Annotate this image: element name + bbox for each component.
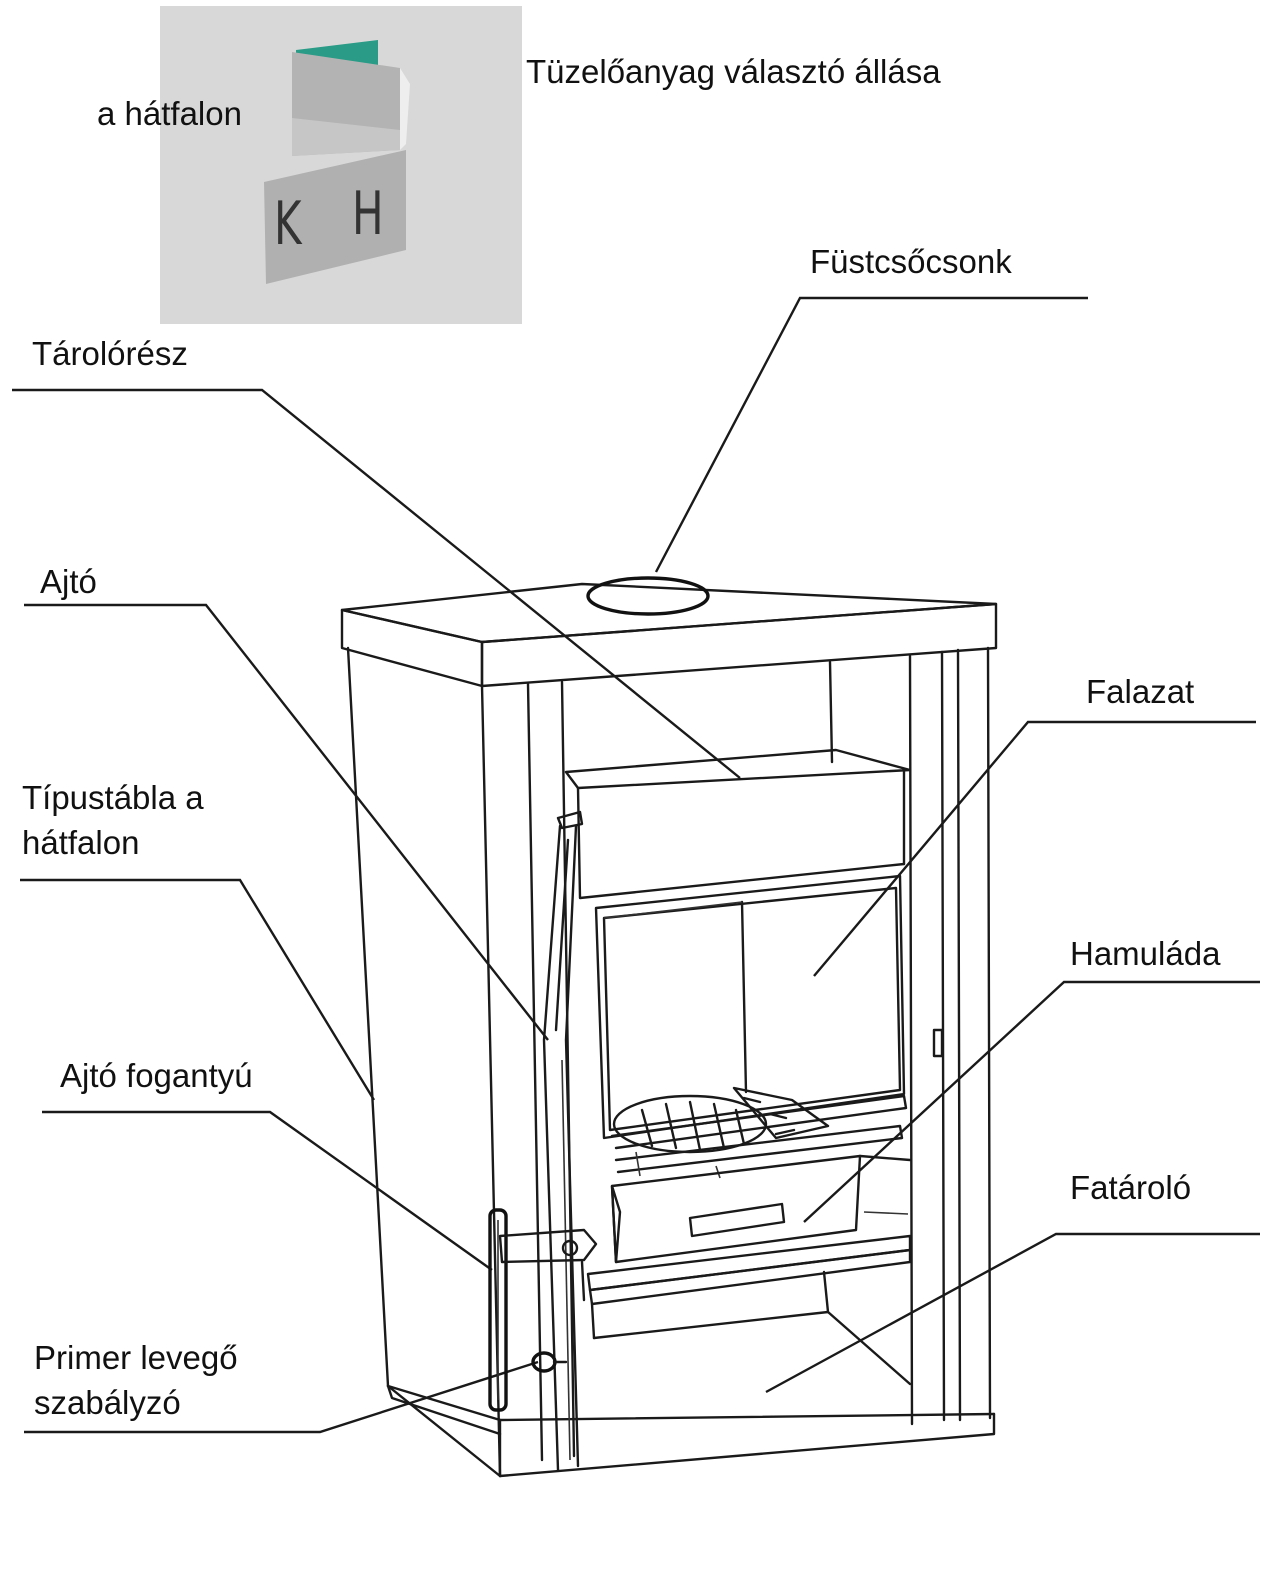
label-ajto: Ajtó <box>40 563 97 600</box>
stove-base <box>386 1384 996 1478</box>
leader-fatarolo <box>765 1232 1260 1394</box>
leader-fustcsocsonk <box>654 296 1088 573</box>
selector-k-letter: K <box>274 189 302 259</box>
selector-plate-shadow <box>292 118 400 156</box>
wood-storage <box>586 1211 912 1386</box>
inset-caption-left: a hátfalon <box>97 95 242 132</box>
leader-lines <box>12 296 1260 1434</box>
label-tipustabla-line2: hátfalon <box>22 823 140 861</box>
label-tipustabla: Típustábla a hátfalon <box>22 776 204 865</box>
stove-top <box>340 576 998 688</box>
fuel-selector-inset: K H <box>160 6 522 324</box>
primary-air-regulator <box>531 1351 568 1373</box>
ash-drawer <box>610 1154 912 1264</box>
label-tarolo: Tárolórész <box>32 335 188 372</box>
label-primer: Primer levegő szabályzó <box>34 1336 238 1425</box>
leader-falazat <box>813 720 1256 977</box>
label-fustcsocsonk: Füstcsőcsonk <box>810 243 1012 280</box>
storage-shelf <box>564 748 912 900</box>
leader-tarolo <box>12 388 741 779</box>
label-falazat: Falazat <box>1086 673 1195 710</box>
flue-collar <box>586 576 710 616</box>
leader-tipustabla <box>20 878 376 1101</box>
ash-drawer-handle <box>688 1202 786 1238</box>
stove-door <box>542 810 584 1472</box>
stove-body <box>346 646 992 1478</box>
selector-plate-edge <box>400 68 410 150</box>
label-fatarolo: Fatároló <box>1070 1169 1192 1206</box>
leader-primer <box>24 1360 539 1434</box>
label-hamulada: Hamuláda <box>1070 935 1221 972</box>
leader-ajto <box>24 603 549 1041</box>
leader-ajto-fogantyu <box>42 1110 493 1271</box>
selector-h-letter: H <box>352 179 384 249</box>
fuel-selector-illustration <box>264 40 410 284</box>
door-handle <box>488 1208 598 1412</box>
label-primer-line2: szabályzó <box>34 1383 181 1421</box>
side-latch <box>932 1028 944 1058</box>
grate <box>612 1086 830 1154</box>
label-ajto-fogantyu: Ajtó fogantyú <box>60 1057 253 1094</box>
label-tipustabla-line1: Típustábla a <box>22 779 204 816</box>
label-primer-line1: Primer levegő <box>34 1339 238 1376</box>
selector-lower-plate <box>264 150 406 284</box>
firebox <box>594 874 908 1179</box>
leader-hamulada <box>803 980 1260 1223</box>
inset-title: Tüzelőanyag választó állása <box>526 53 941 90</box>
